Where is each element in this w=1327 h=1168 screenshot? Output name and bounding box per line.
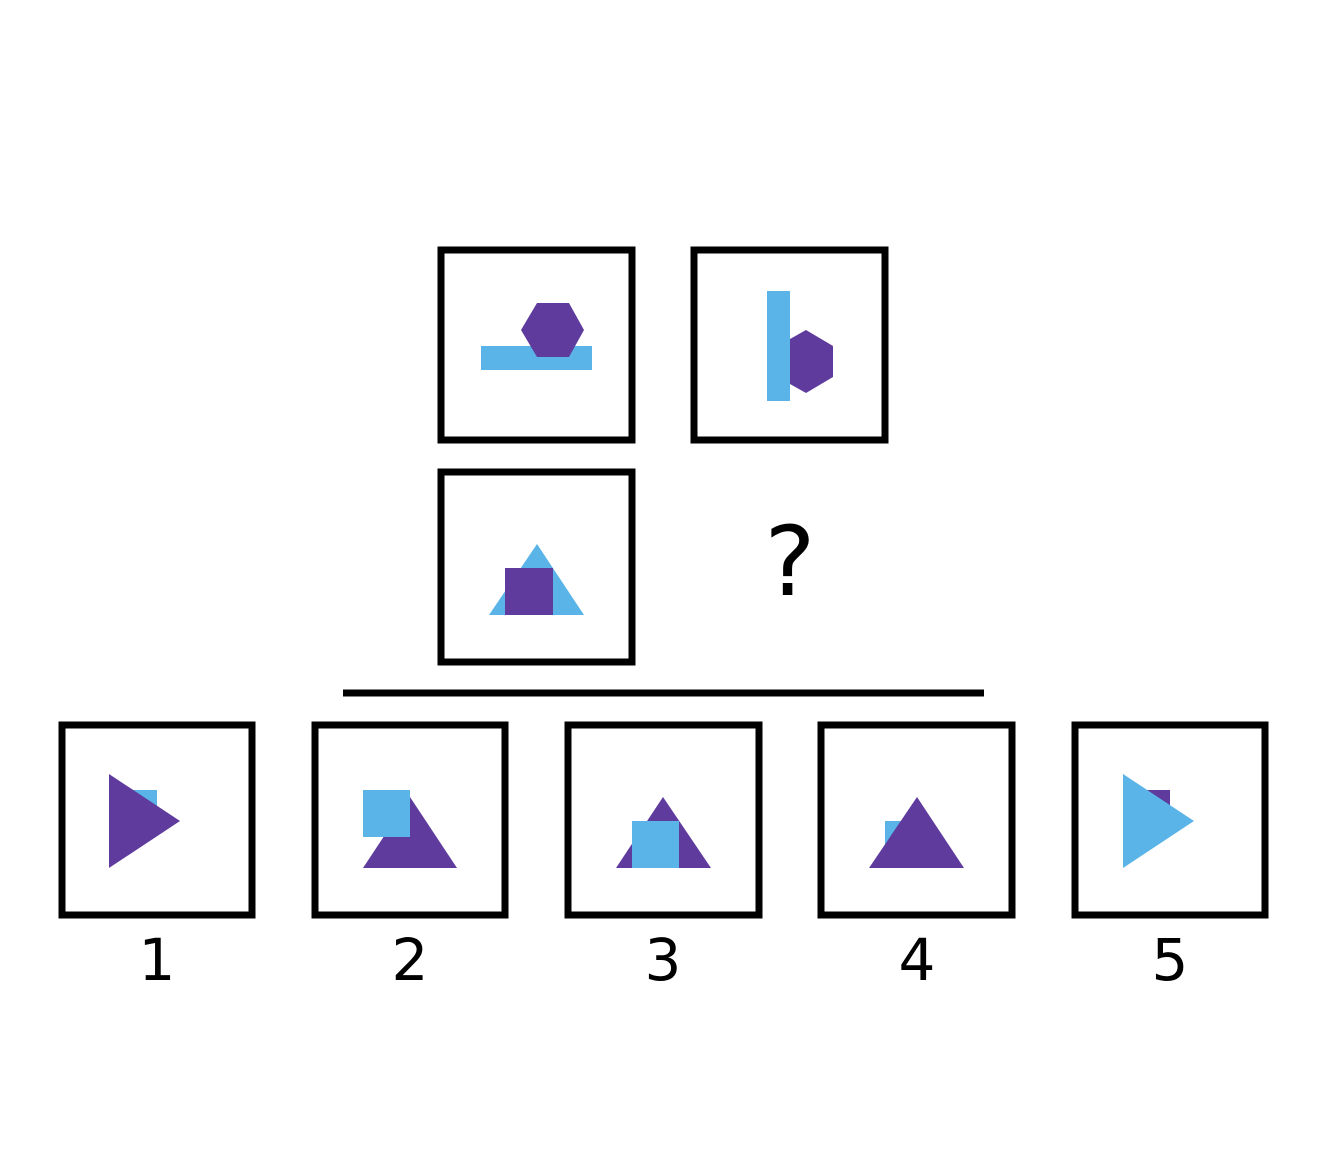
option-5[interactable]: 5 bbox=[1071, 721, 1269, 994]
option-number: 1 bbox=[139, 926, 176, 994]
missing-cell-question-mark: ? bbox=[765, 506, 816, 618]
option-frame bbox=[1071, 721, 1269, 919]
matrix-cell-top-right bbox=[690, 246, 889, 444]
cell-frame bbox=[437, 468, 636, 666]
option-frame bbox=[311, 721, 509, 919]
purple-right-triangle bbox=[109, 774, 180, 868]
matrix-cell-bottom-left bbox=[437, 468, 636, 666]
blue-vertical-bar bbox=[767, 291, 790, 401]
option-frame bbox=[564, 721, 763, 919]
option-frame bbox=[817, 721, 1016, 919]
option-number: 4 bbox=[899, 926, 936, 994]
cell-frame bbox=[690, 246, 889, 444]
option-number: 5 bbox=[1152, 926, 1189, 994]
option-2[interactable]: 2 bbox=[311, 721, 509, 994]
blue-square bbox=[363, 790, 410, 837]
purple-square bbox=[505, 568, 553, 615]
option-3[interactable]: 3 bbox=[564, 721, 763, 994]
purple-hexagon bbox=[790, 330, 833, 393]
option-4[interactable]: 4 bbox=[817, 721, 1016, 994]
blue-right-triangle bbox=[1123, 774, 1194, 868]
option-1[interactable]: 1 bbox=[58, 721, 256, 994]
option-frame bbox=[58, 721, 256, 919]
blue-square bbox=[632, 821, 679, 868]
option-number: 2 bbox=[392, 926, 429, 994]
cell-frame bbox=[437, 246, 636, 444]
purple-hexagon bbox=[521, 303, 584, 357]
option-number: 3 bbox=[645, 926, 682, 994]
purple-triangle bbox=[869, 797, 964, 868]
matrix-cell-top-left bbox=[437, 246, 636, 444]
